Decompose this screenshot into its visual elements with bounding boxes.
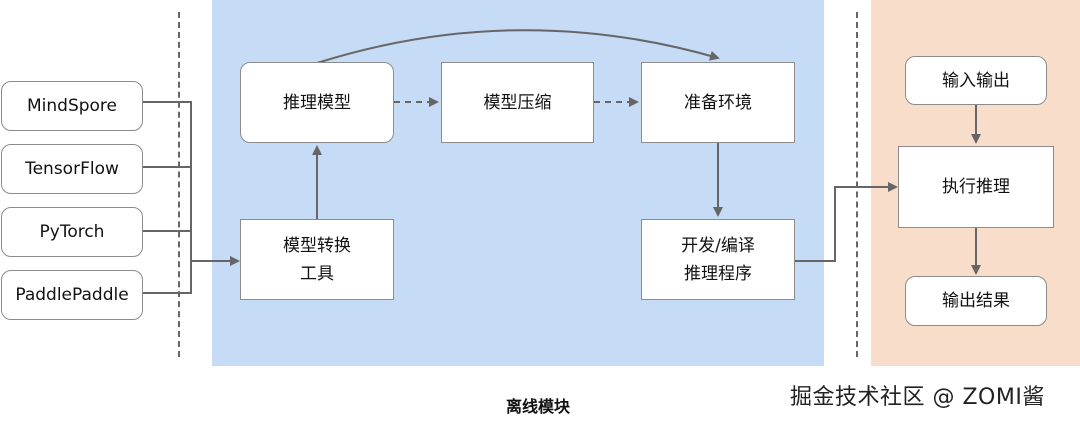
framework-pytorch: PyTorch bbox=[1, 207, 143, 257]
separator-left bbox=[178, 12, 180, 357]
watermark-text: 掘金技术社区 @ ZOMI酱 bbox=[790, 385, 1045, 410]
node-dev-compile-line1: 开发/编译 bbox=[681, 235, 755, 256]
node-output-result: 输出结果 bbox=[905, 276, 1047, 326]
node-execute-inference: 执行推理 bbox=[898, 146, 1054, 228]
node-inference-model-label: 推理模型 bbox=[283, 92, 351, 113]
node-dev-compile-line2: 推理程序 bbox=[683, 263, 752, 284]
framework-mindspore-label: MindSpore bbox=[26, 96, 117, 116]
node-model-compression-label: 模型压缩 bbox=[483, 92, 552, 113]
framework-paddlepaddle: PaddlePaddle bbox=[1, 270, 143, 320]
node-output-result-label: 输出结果 bbox=[942, 291, 1010, 311]
node-model-compression: 模型压缩 bbox=[441, 62, 594, 143]
node-convert-tool: 模型转换 工具 bbox=[240, 219, 394, 300]
node-input-output: 输入输出 bbox=[905, 56, 1047, 105]
node-execute-inference-label: 执行推理 bbox=[942, 177, 1010, 197]
node-convert-tool-line2: 工具 bbox=[300, 263, 334, 284]
separator-right bbox=[856, 12, 858, 357]
node-input-output-label: 输入输出 bbox=[942, 70, 1010, 91]
offline-module-caption: 离线模块 bbox=[505, 397, 570, 416]
framework-tensorflow: TensorFlow bbox=[1, 144, 143, 194]
node-dev-compile: 开发/编译 推理程序 bbox=[641, 219, 795, 300]
framework-mindspore: MindSpore bbox=[1, 81, 143, 131]
framework-pytorch-label: PyTorch bbox=[39, 222, 105, 242]
node-inference-model: 推理模型 bbox=[240, 62, 394, 143]
offline-module-panel bbox=[212, 0, 824, 366]
edge-mindspore-to-merge bbox=[143, 101, 192, 261]
framework-tensorflow-label: TensorFlow bbox=[25, 159, 119, 179]
node-prepare-env-label: 准备环境 bbox=[684, 92, 752, 113]
node-convert-tool-line1: 模型转换 bbox=[283, 235, 351, 256]
edge-paddle-to-merge bbox=[143, 261, 192, 294]
node-prepare-env: 准备环境 bbox=[641, 62, 795, 143]
framework-paddlepaddle-label: PaddlePaddle bbox=[15, 285, 129, 305]
